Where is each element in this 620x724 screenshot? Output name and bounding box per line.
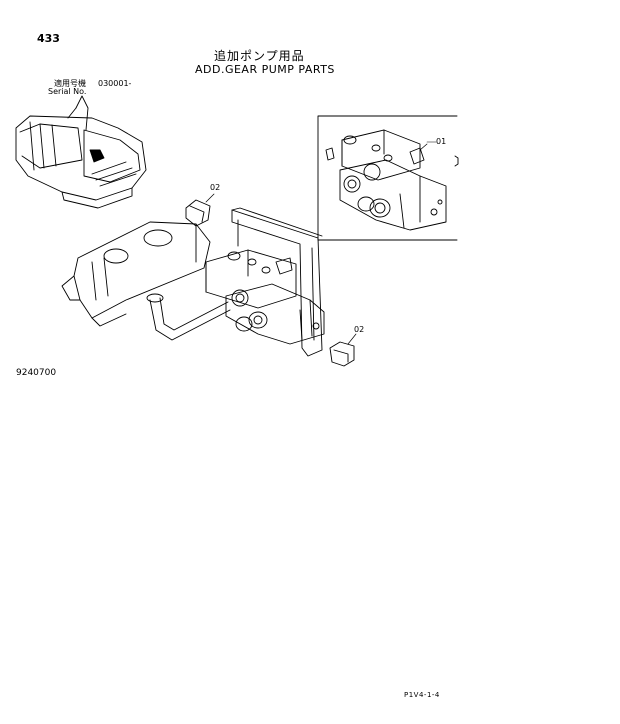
callout-leaders bbox=[205, 143, 428, 345]
inset-valve-detail bbox=[317, 115, 459, 241]
page-title-jp: 追加ポンプ用品 bbox=[214, 49, 305, 63]
page-number: 433 bbox=[37, 32, 60, 45]
callout-01: 01 bbox=[436, 137, 446, 146]
machine-overview-sketch bbox=[15, 95, 147, 209]
serial-value: 030001- bbox=[98, 79, 132, 88]
gear-pump-assembly bbox=[61, 199, 355, 367]
figure-number: 9240700 bbox=[16, 368, 57, 378]
serial-label-en: Serial No. bbox=[48, 87, 87, 96]
serial-label-jp: 適用号機 bbox=[54, 79, 86, 88]
page-title-en: ADD.GEAR PUMP PARTS bbox=[195, 63, 335, 76]
callout-02-lower: 02 bbox=[354, 325, 364, 334]
footer-code: P1V4-1-4 bbox=[404, 691, 440, 699]
callout-02-upper: 02 bbox=[210, 183, 220, 192]
